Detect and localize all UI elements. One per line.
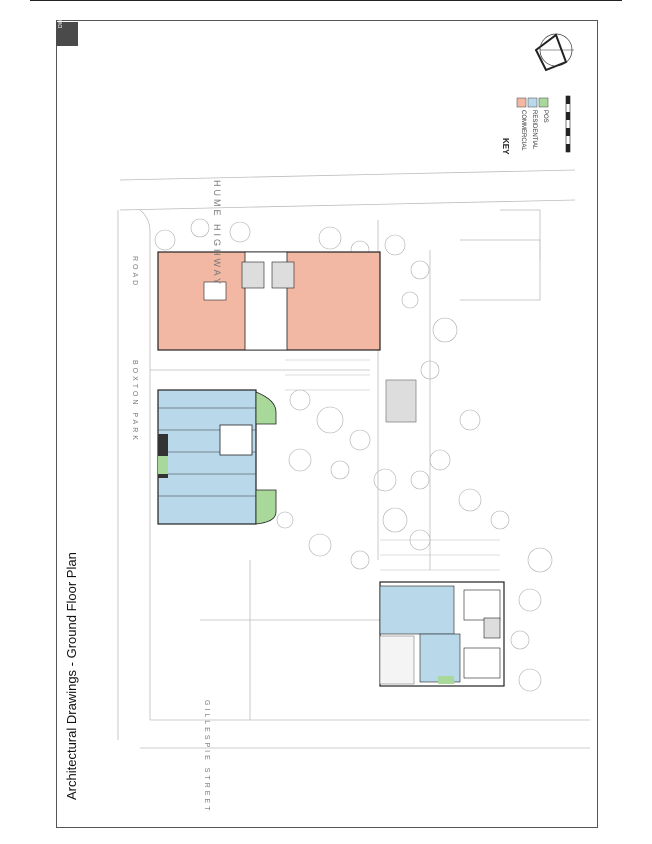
legend-title: KEY <box>501 138 510 155</box>
street-label-gillespie: GILLESPIE STREET <box>203 700 210 814</box>
street-label-boxton-park: BOXTON PARK <box>131 360 138 443</box>
firm-logo <box>56 22 78 46</box>
legend-label-pos: POS <box>542 110 548 123</box>
scale-bar <box>565 95 571 153</box>
commercial-building <box>157 251 381 351</box>
drawing-sheet-border <box>56 20 598 828</box>
landscaping-trees <box>154 218 553 692</box>
legend-swatches <box>516 97 549 108</box>
legend-label-commercial: COMMERCIAL <box>520 110 526 151</box>
residential-building-north <box>157 389 277 525</box>
north-arrow-icon <box>534 33 574 72</box>
pavilion <box>385 379 417 423</box>
top-rule <box>30 0 622 1</box>
street-label-road: ROAD <box>131 256 138 289</box>
street-label-hume-highway: HUME HIGHWAY <box>212 180 222 287</box>
residential-building-south <box>379 581 505 687</box>
legend-label-residential: RESIDENTIAL <box>531 110 537 150</box>
parking-stalls <box>285 359 500 571</box>
